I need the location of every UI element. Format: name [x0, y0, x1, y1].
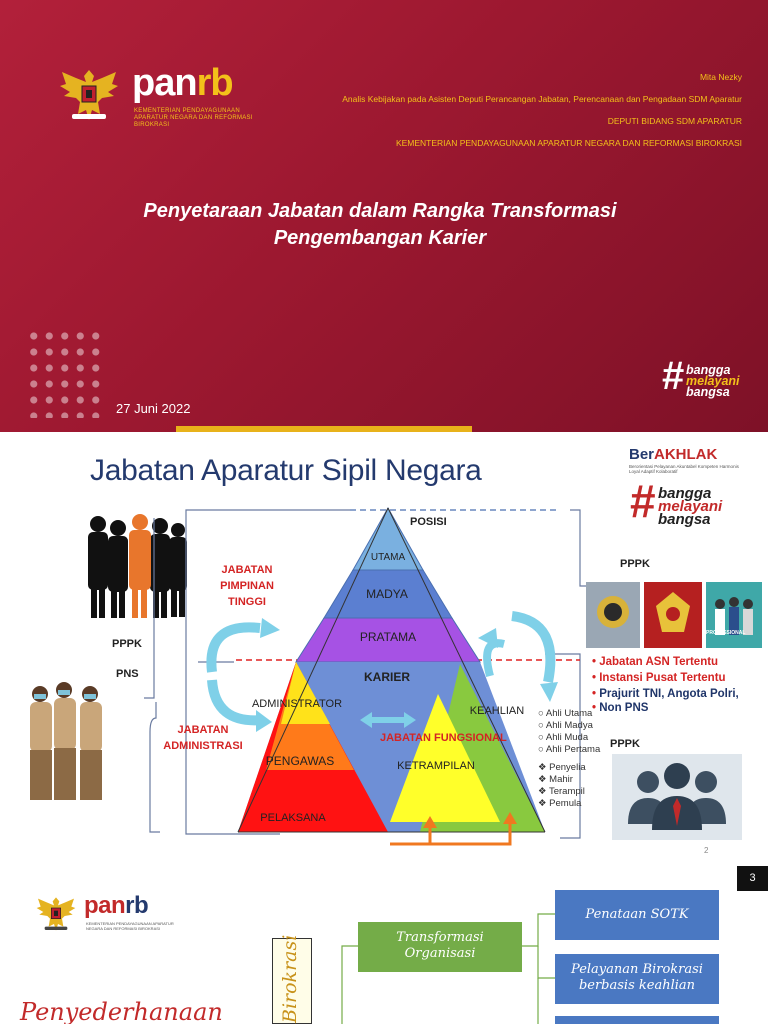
next-box [555, 1016, 719, 1024]
panrb-logo: panrb KEMENTERIAN PENDAYAGUNAAN APARATUR… [56, 62, 256, 132]
professional-label: PROFESSIONAL [706, 630, 746, 636]
author-block: Mita Nezky Analis Kebijakan pada Asisten… [302, 72, 742, 160]
pppk-top-right-label: PPPK [620, 558, 650, 570]
brand-name: panrb [84, 892, 149, 919]
page-badge: 3 [737, 866, 768, 891]
asn-positions-slide: Jabatan Aparatur Sipil Negara BerAKHLAK … [0, 432, 768, 864]
pppk-category: Prajurit TNI, Angota Polri, [592, 686, 739, 702]
title-line-2: Pengembangan Karier [273, 227, 487, 249]
ministry-name: KEMENTERIAN PENDAYAGUNAAN APARATUR NEGAR… [86, 921, 174, 931]
jabatan-fungsional-label: JABATAN FUNGSIONAL [380, 732, 507, 744]
pppk-left-label: PPPK [112, 638, 142, 650]
page-number: 2 [704, 846, 709, 855]
presentation-date: 27 Juni 2022 [116, 401, 191, 416]
tagline-word-2: melayani [686, 374, 740, 388]
tagline-word-3: bangsa [686, 385, 730, 399]
tier-utama: UTAMA [370, 552, 406, 563]
posisi-label: POSISI [410, 516, 447, 528]
tier-administrator: ADMINISTRATOR [251, 698, 343, 710]
pppk-category: Instansi Pusat Tertentu [592, 670, 739, 686]
author-role: Analis Kebijakan pada Asisten Deputi Per… [342, 94, 742, 104]
panrb-logo: panrb KEMENTERIAN PENDAYAGUNAAN APARATUR… [34, 892, 174, 940]
pns-label: PNS [116, 668, 139, 680]
bangga-melayani-bangsa-logo: # bangga melayani bangsa [662, 356, 752, 402]
tier-pratama: PRATAMA [359, 630, 417, 644]
business-people-icon [612, 754, 742, 840]
tagline-word-1: bangga [658, 485, 712, 502]
author-name: Mita Nezky [699, 72, 742, 82]
security-forces-images-icon [586, 582, 762, 648]
garuda-emblem-icon [36, 897, 76, 931]
pppk-category: Jabatan ASN Tertentu [592, 654, 739, 670]
slide-title: Jabatan Aparatur Sipil Negara [90, 454, 482, 487]
garuda-emblem-icon [60, 70, 118, 120]
author-deputy: DEPUTI BIDANG SDM APARATUR [607, 116, 742, 126]
brand-name: panrb [132, 62, 234, 104]
bangga-melayani-bangsa-logo: # bangga melayani bangsa [630, 478, 750, 534]
tier-keahlian: KEAHLIAN [469, 705, 525, 717]
people-silhouettes-icon [88, 514, 187, 618]
connector-lines [341, 913, 555, 1024]
ministry-name: KEMENTERIAN PENDAYAGUNAAN APARATUR NEGAR… [134, 108, 253, 128]
keahlian-levels: ○ Ahli Utama ○ Ahli Madya ○ Ahli Muda ○ … [538, 708, 601, 755]
title-slide: panrb KEMENTERIAN PENDAYAGUNAAN APARATUR… [0, 0, 768, 432]
tier-pengawas: PENGAWAS [265, 754, 335, 768]
decorative-dots [26, 328, 102, 418]
pppk-category: Non PNS [592, 700, 739, 716]
hashtag-icon: # [662, 354, 685, 398]
presentation-title: Penyetaraan Jabatan dalam Rangka Transfo… [90, 198, 670, 252]
author-ministry: KEMENTERIAN PENDAYAGUNAAN APARATUR NEGAR… [395, 138, 742, 148]
tagline-word-2: melayani [658, 498, 723, 515]
birokrasi-vertical-label: Birokrasi [272, 935, 312, 1024]
pppk-bottom-right-label: PPPK [610, 738, 640, 750]
berakhlak-values: Berorientasi Pelayanan Akuntabel Kompete… [629, 464, 739, 474]
penataan-sotk-box: Penataan SOTK [555, 890, 719, 940]
pyramid-diagram [22, 506, 590, 846]
tier-madya: MADYA [366, 587, 408, 601]
berakhlak-logo: BerAKHLAK Berorientasi Pelayanan Akuntab… [629, 446, 739, 474]
ketrampilan-levels: ❖ Penyelia ❖ Mahir ❖ Terampil ❖ Pemula [538, 762, 586, 809]
hashtag-icon: # [630, 475, 656, 527]
bureaucracy-simplification-slide: 3 panrb KEMENTERIAN PENDAYAGUNAAN APARAT… [0, 864, 768, 1024]
title-line-1: Penyetaraan Jabatan dalam Rangka Transfo… [143, 200, 617, 222]
tagline-word-1: bangga [686, 363, 731, 377]
slide-heading: Penyederhanaan [20, 998, 223, 1024]
tier-ketrampilan: KETRAMPILAN [397, 760, 475, 772]
pppk-categories: Jabatan ASN Tertentu Instansi Pusat Tert… [592, 654, 739, 716]
civil-servants-icon [22, 678, 112, 802]
accent-stripe [176, 426, 472, 432]
tier-karier: KARIER [363, 670, 410, 684]
tagline-word-3: bangsa [658, 511, 711, 528]
tier-pelaksana: PELAKSANA [260, 812, 326, 824]
